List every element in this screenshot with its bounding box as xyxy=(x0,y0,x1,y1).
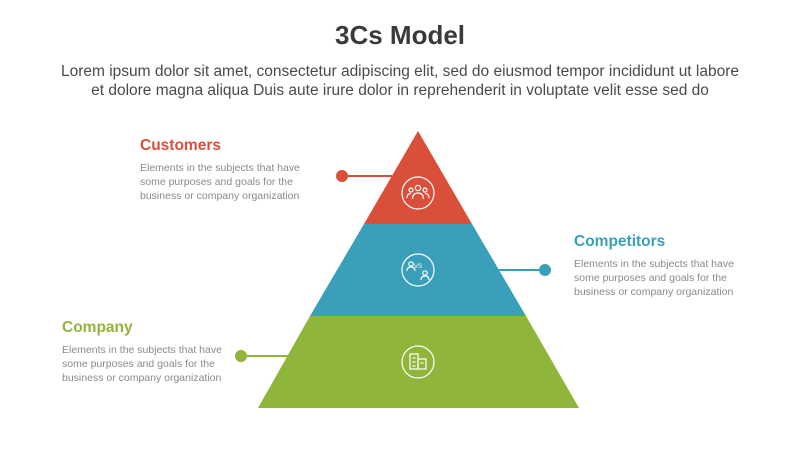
page-title: 3Cs Model xyxy=(334,20,466,50)
desc-line: Elements in the subjects that have xyxy=(574,258,734,270)
connector-customers xyxy=(336,170,392,182)
desc-line: business or company organization xyxy=(140,190,300,202)
desc-line: Elements in the subjects that have xyxy=(140,162,300,174)
label-competitors-heading: Competitors xyxy=(574,233,666,250)
subtitle-line-1: Lorem ipsum dolor sit amet, consectetur … xyxy=(60,63,740,80)
subtitle-line-2: et dolore magna aliqua Duis aute irure d… xyxy=(91,82,709,99)
footer-strip xyxy=(0,430,800,450)
label-company-desc: Elements in the subjects that have some … xyxy=(62,343,262,385)
building-icon xyxy=(401,345,435,379)
svg-text:VS: VS xyxy=(414,264,422,270)
label-competitors: Competitors Elements in the subjects tha… xyxy=(574,233,784,299)
label-customers: Customers Elements in the subjects that … xyxy=(140,137,340,203)
versus-icon: VS xyxy=(401,253,435,287)
page-subtitle: Lorem ipsum dolor sit amet, consectetur … xyxy=(30,62,770,100)
label-customers-heading: Customers xyxy=(140,137,221,154)
connector-competitors xyxy=(498,264,551,276)
desc-line: some purposes and goals for the xyxy=(62,358,215,370)
label-company: Company Elements in the subjects that ha… xyxy=(62,319,262,385)
desc-line: Elements in the subjects that have xyxy=(62,344,222,356)
desc-line: some purposes and goals for the xyxy=(140,176,293,188)
people-group-icon xyxy=(401,176,435,210)
connector-company xyxy=(235,350,288,362)
desc-line: business or company organization xyxy=(62,372,222,384)
pyramid-layer-competitors xyxy=(310,224,526,316)
desc-line: some purposes and goals for the xyxy=(574,272,727,284)
label-competitors-desc: Elements in the subjects that have some … xyxy=(574,257,784,299)
desc-line: business or company organization xyxy=(574,286,734,298)
label-company-heading: Company xyxy=(62,319,133,336)
label-customers-desc: Elements in the subjects that have some … xyxy=(140,161,340,203)
